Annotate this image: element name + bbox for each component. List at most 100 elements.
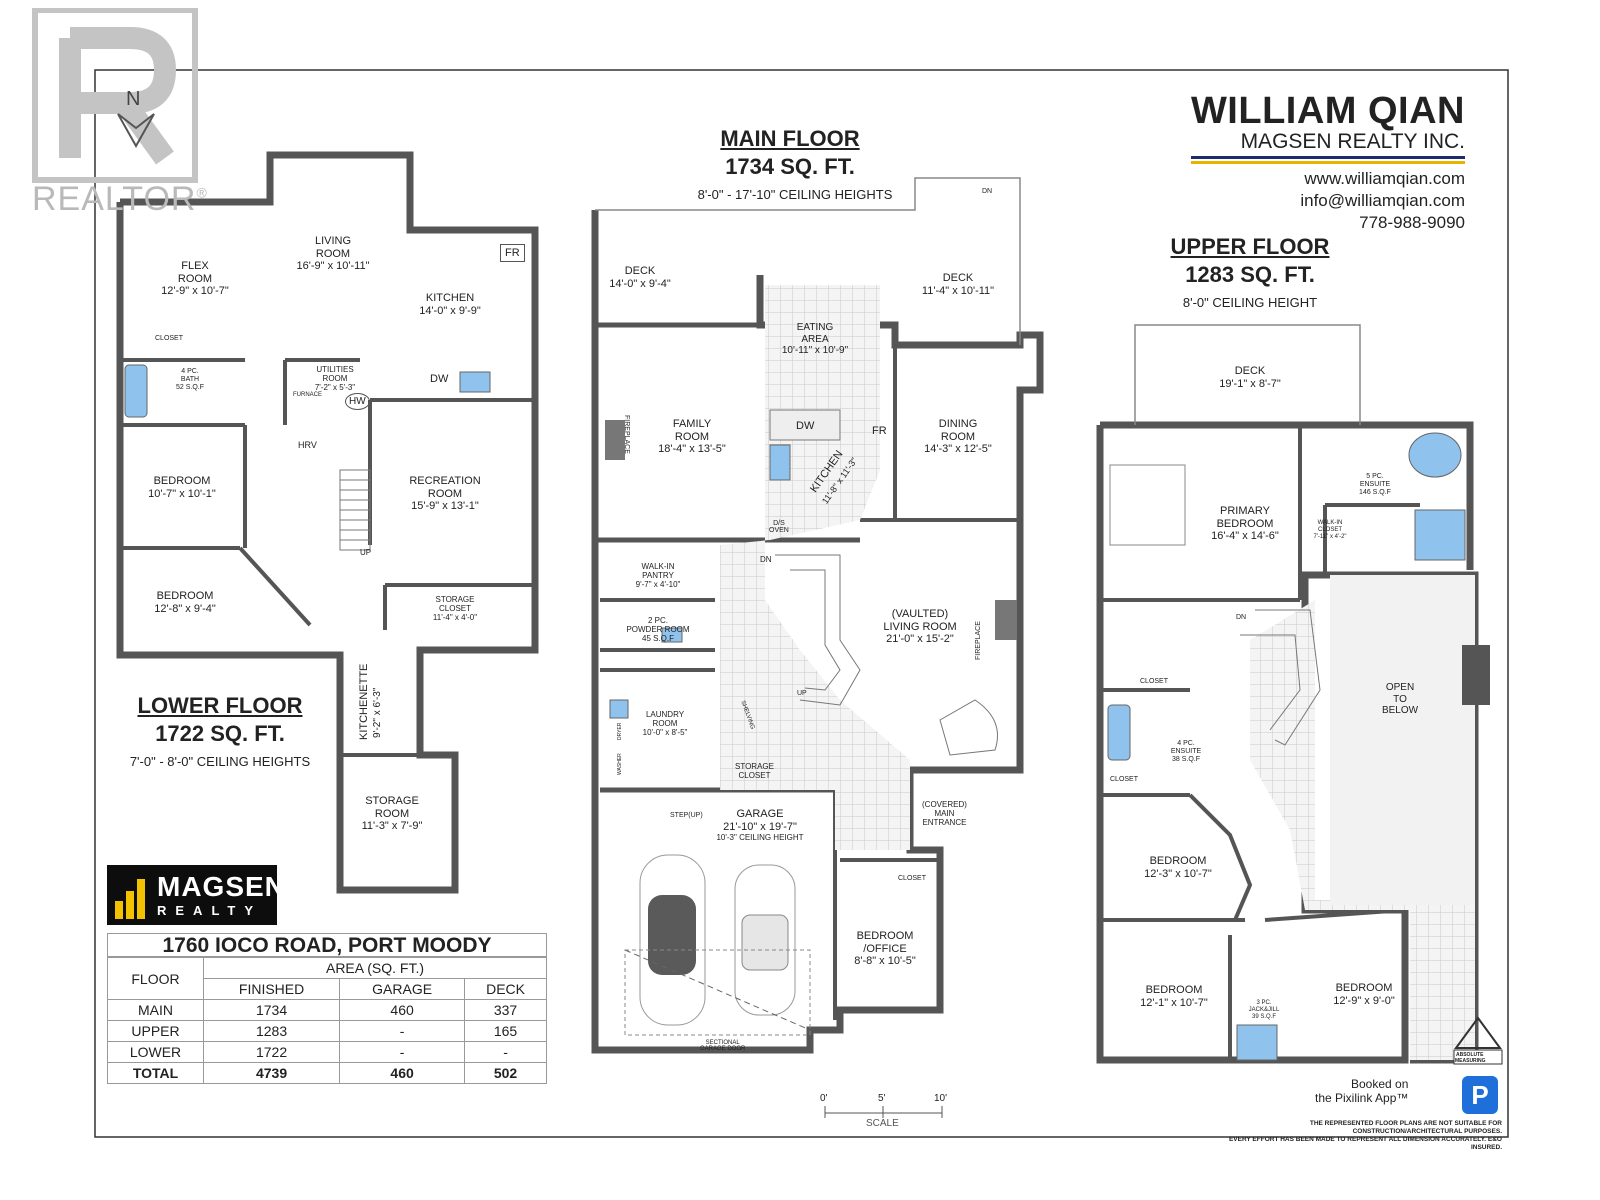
room-dimension: 52 S.Q.F bbox=[175, 384, 205, 392]
room-name: RECREATION ROOM bbox=[409, 475, 481, 500]
agent-email[interactable]: info@williamqian.com bbox=[1300, 191, 1465, 210]
living-fireplace bbox=[995, 600, 1017, 640]
upper-stairs bbox=[1240, 609, 1321, 746]
room-dimension: 12'-9" x 10'-7" bbox=[161, 285, 229, 298]
room-dimension: 14'-0" x 9'-9" bbox=[419, 304, 481, 317]
room-dimension: 18'-4" x 13'-5" bbox=[658, 443, 726, 456]
washer-label: WASHER bbox=[617, 753, 623, 775]
absolute-logo-line1: ABSOLUTE bbox=[1456, 1052, 1484, 1058]
room-name: 5 PC. ENSUITE bbox=[1359, 473, 1391, 489]
room-name: STORAGE ROOM bbox=[365, 795, 419, 820]
jj-shower bbox=[1236, 1024, 1278, 1061]
room-dimension: 16'-4" x 14'-6" bbox=[1211, 530, 1279, 543]
main-fireplace bbox=[605, 420, 625, 460]
realtor-logo: REALTOR® bbox=[30, 7, 207, 218]
room-dimension: 12'-3" x 10'-7" bbox=[1144, 867, 1212, 880]
laundry-sink bbox=[609, 699, 629, 719]
room-name: BEDROOM bbox=[1145, 984, 1203, 996]
row-floor: LOWER bbox=[107, 1041, 204, 1063]
pixilink-line1: Booked on bbox=[1351, 1077, 1409, 1091]
lower-floor-name: LOWER FLOOR bbox=[137, 693, 303, 718]
room-dimension: 8'-8" x 10'-5" bbox=[854, 955, 916, 968]
lower-stairs-up-label: UP bbox=[360, 548, 372, 557]
agent-website[interactable]: www.williamqian.com bbox=[1304, 169, 1465, 188]
room-name: 3 PC. JACK&JILL bbox=[1248, 1000, 1280, 1013]
garage-door-label: SECTIONAL GARAGE DOOR bbox=[700, 1040, 746, 1052]
room-name: UTILITIES ROOM bbox=[316, 365, 354, 384]
room-extra: 10'-3" CEILING HEIGHT bbox=[716, 833, 804, 843]
ds-oven-label: D/S OVEN bbox=[769, 520, 789, 534]
main-dishwasher-label: DW bbox=[796, 420, 815, 432]
room-name: DINING ROOM bbox=[938, 418, 978, 443]
lower-stairs bbox=[339, 469, 371, 551]
room-name: 2 PC. POWDER ROOM bbox=[626, 616, 690, 635]
upper-linen-closet-label: CLOSET bbox=[1110, 776, 1139, 783]
room-name: DECK bbox=[624, 265, 656, 277]
magsen-realty-logo: MAGSEN REALTY bbox=[107, 865, 285, 925]
lower-floor-area: 1722 SQ. FT. bbox=[155, 721, 285, 746]
magsen-logo-line1: MAGSEN bbox=[157, 871, 286, 902]
room-name: LAUNDRY ROOM bbox=[645, 710, 685, 729]
table-total-row: TOTAL 4739 460 502 bbox=[107, 1062, 547, 1084]
powder-sink bbox=[661, 627, 683, 643]
room-name: STORAGE CLOSET bbox=[435, 595, 475, 614]
room-name: OPEN TO BELOW bbox=[1381, 682, 1419, 716]
room-name: PRIMARY BEDROOM bbox=[1216, 505, 1274, 530]
hrv-label: HRV bbox=[298, 440, 317, 450]
upper-floor-name: UPPER FLOOR bbox=[1170, 234, 1330, 259]
room-dimension: 11'-4" x 4'-0" bbox=[432, 613, 478, 623]
upper-deck-rail bbox=[1134, 324, 1361, 425]
room-dimension: 11'-4" x 10'-11" bbox=[921, 284, 995, 297]
lower-closet-label: CLOSET bbox=[155, 335, 184, 342]
scale-tick-10: 10' bbox=[934, 1093, 948, 1104]
row-finished: 1283 bbox=[202, 1020, 341, 1042]
pixilink-note: Booked on the Pixilink App™ bbox=[1315, 1077, 1408, 1105]
main-stairs-dn-label: DN bbox=[760, 555, 772, 564]
main-sink bbox=[769, 444, 791, 481]
room-dimension: 12'-1" x 10'-7" bbox=[1140, 996, 1208, 1009]
row-deck: 165 bbox=[464, 1020, 547, 1042]
room-name: BEDROOM bbox=[1149, 855, 1207, 867]
main-stairs-up-label: UP bbox=[797, 690, 807, 697]
lower-bathtub bbox=[124, 364, 148, 418]
kitchenette-label: KITCHENETTE bbox=[358, 663, 370, 740]
upper-stairs-dn-label: DN bbox=[1236, 614, 1247, 621]
agent-brand: WILLIAM QIAN MAGSEN REALTY INC. www.will… bbox=[1190, 92, 1465, 234]
room-dimension: 21'-10" x 19'-7" bbox=[723, 820, 797, 833]
absolute-logo-line2: MEASURING bbox=[1455, 1058, 1486, 1064]
ensuite-shower bbox=[1414, 509, 1466, 561]
room-name: BEDROOM bbox=[156, 590, 214, 602]
room-dimension: 14'-3" x 12'-5" bbox=[924, 443, 992, 456]
room-name: 4 PC. ENSUITE bbox=[1170, 740, 1202, 756]
table-row: LOWER 1722 - - bbox=[107, 1041, 547, 1063]
ensuite-tub bbox=[1408, 432, 1462, 478]
garage-step-label: STEP(UP) bbox=[670, 812, 703, 819]
family-fireplace-label: FIREPLACE bbox=[623, 415, 630, 454]
table-row: MAIN 1734 460 337 bbox=[107, 999, 547, 1021]
brand-accent-line bbox=[1190, 161, 1465, 164]
upper-pillar bbox=[1462, 645, 1490, 705]
room-dimension: 9'-7" x 4'-10" bbox=[635, 580, 681, 590]
living-fireplace-label: FIREPLACE bbox=[975, 621, 982, 660]
room-dimension: 19'-1" x 8'-7" bbox=[1219, 377, 1281, 390]
main-entrance-label: (COVERED) MAIN ENTRANCE bbox=[922, 800, 967, 827]
scale-tick-5: 5' bbox=[878, 1093, 886, 1104]
room-name: WALK-IN PANTRY bbox=[641, 562, 675, 581]
storage-closet-label: STORAGE CLOSET bbox=[735, 762, 774, 780]
total-floor: TOTAL bbox=[107, 1062, 204, 1084]
absolute-measuring-logo bbox=[1453, 1016, 1503, 1065]
floor-header: FLOOR bbox=[107, 957, 204, 1000]
